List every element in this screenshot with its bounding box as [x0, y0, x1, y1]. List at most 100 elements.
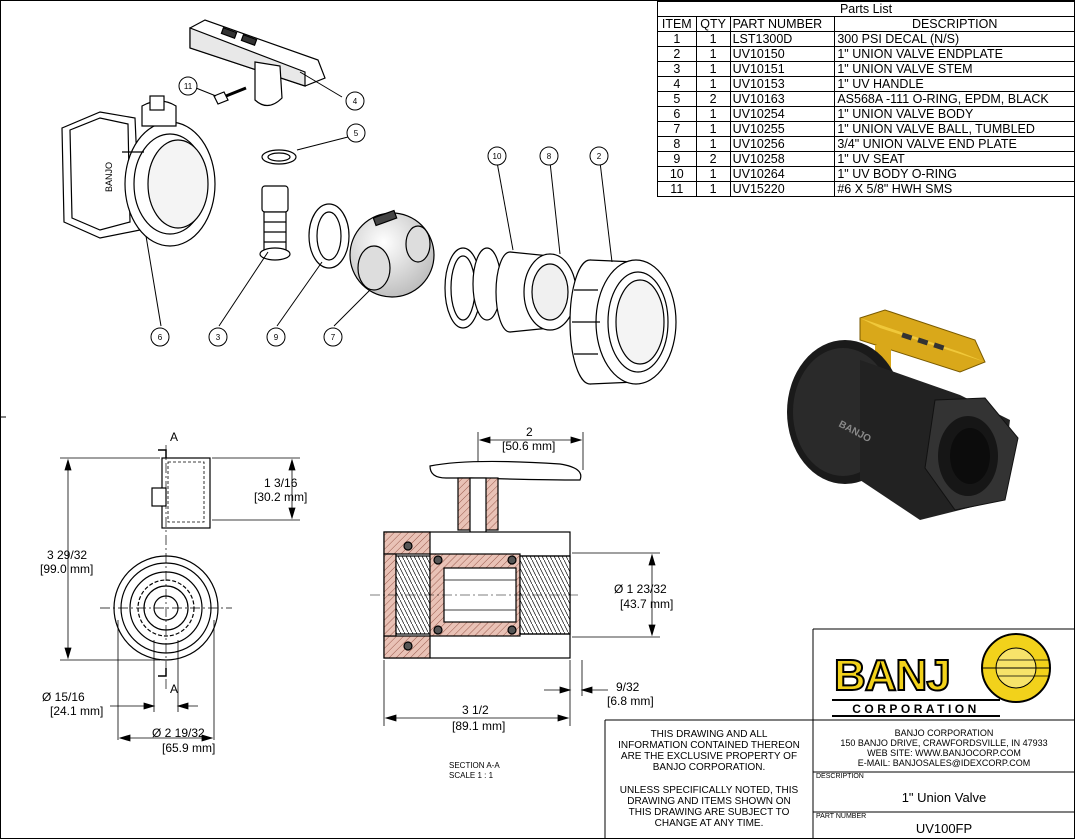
ownership-notice: THIS DRAWING AND ALL INFORMATION CONTAIN…	[607, 729, 811, 829]
stem-dim: 1 3/16	[264, 476, 298, 490]
svg-text:CORPORATION: CORPORATION	[852, 702, 980, 716]
thread-dim: Ø 1 23/32	[614, 582, 667, 596]
description-cell: 1" UNION VALVE BALL, TUMBLED	[834, 121, 1075, 137]
qty-cell: 1	[695, 166, 731, 182]
col-part-number: PART NUMBER	[729, 16, 836, 32]
svg-text:11: 11	[184, 82, 193, 91]
company-web: WEB SITE: WWW.BANJOCORP.COM	[867, 748, 1021, 758]
section-dimension-text: 2 [50.6 mm] Ø 1 23/32 [43.7 mm] 3 1/2 [8…	[449, 425, 673, 780]
qty-cell: 1	[695, 121, 731, 137]
part-number-cell: UV10264	[729, 166, 836, 182]
part-number-cell: UV10258	[729, 151, 836, 167]
svg-text:BANJ: BANJ	[834, 651, 950, 700]
banjo-logo: BANJ CORPORATION	[832, 633, 1051, 717]
isometric-render: BANJO	[787, 309, 1019, 520]
leader-lines	[145, 71, 613, 327]
part-number-value: UV100FP	[915, 821, 973, 836]
balloon-11: 11	[178, 76, 198, 96]
parts-list-caption: Parts List	[657, 1, 1075, 17]
description-cell: 1" UV BODY O-RING	[834, 166, 1075, 182]
balloon-6: 6	[150, 327, 170, 347]
description-label: DESCRIPTION	[816, 773, 864, 780]
front-view	[100, 445, 232, 690]
part-number-label: PART NUMBER	[816, 813, 867, 820]
description-cell: 1" UNION VALVE BODY	[834, 106, 1075, 122]
svg-text:4: 4	[353, 97, 358, 106]
item-cell: 2	[657, 46, 697, 62]
notice-line: INFORMATION CONTAINED THEREON	[618, 740, 800, 751]
part-number-cell: UV10153	[729, 76, 836, 92]
qty-cell: 1	[695, 136, 731, 152]
notice-line: THIS DRAWING AND ALL	[650, 729, 768, 740]
item-cell: 6	[657, 106, 697, 122]
notice-line: DRAWING AND ITEMS SHOWN ON	[627, 796, 791, 807]
balloon-5: 5	[346, 123, 366, 143]
section-marker-top: A	[170, 430, 178, 444]
handle-part	[189, 19, 326, 107]
col-qty: QTY	[695, 16, 731, 32]
od-dim-mm: [65.9 mm]	[162, 741, 215, 755]
bore-dim: Ø 15/16	[42, 690, 85, 704]
qty-cell: 1	[695, 106, 731, 122]
section-dimensions	[383, 432, 660, 726]
company-address-block: BANJO CORPORATION 150 BANJO DRIVE, CRAWF…	[815, 728, 1073, 768]
handle-dim-mm: [50.6 mm]	[502, 439, 555, 453]
qty-cell: 2	[695, 151, 731, 167]
svg-text:10: 10	[493, 152, 502, 161]
section-scale: SCALE 1 : 1	[449, 771, 494, 780]
qty-cell: 1	[695, 76, 731, 92]
item-cell: 10	[657, 166, 697, 182]
description-cell: 1" UV HANDLE	[834, 76, 1075, 92]
thread-dim-mm: [43.7 mm]	[620, 597, 673, 611]
qty-cell: 1	[695, 61, 731, 77]
flange-dim-mm: [6.8 mm]	[607, 694, 654, 708]
part-number-cell: LST1300D	[729, 31, 836, 47]
notice-line: ARE THE EXCLUSIVE PROPERTY OF	[620, 751, 798, 762]
notice-line: THIS DRAWING ARE SUBJECT TO	[628, 807, 790, 818]
notice-line: UNLESS SPECIFICALLY NOTED, THIS	[619, 785, 799, 796]
part-number-cell: UV10255	[729, 121, 836, 137]
body-oring-part	[444, 247, 502, 329]
balloon-7: 7	[323, 327, 343, 347]
item-cell: 4	[657, 76, 697, 92]
seat-part	[308, 203, 350, 269]
valve-body-part: BANJO	[61, 95, 216, 247]
item-cell: 3	[657, 61, 697, 77]
item-cell: 5	[657, 91, 697, 107]
height-dim-mm: [99.0 mm]	[40, 562, 93, 576]
svg-text:9: 9	[274, 333, 279, 342]
screw-part	[213, 86, 247, 105]
stem-dim-mm: [30.2 mm]	[254, 490, 307, 504]
description-cell: AS568A -111 O-RING, EPDM, BLACK	[834, 91, 1075, 107]
description-cell: 1" UV SEAT	[834, 151, 1075, 167]
parts-list-header: ITEM QTY PART NUMBER DESCRIPTION	[657, 16, 1075, 32]
handle-dim: 2	[526, 425, 533, 439]
item-cell: 1	[657, 31, 697, 47]
front-view-labels: A A	[170, 430, 178, 696]
length-dim-mm: [89.1 mm]	[452, 719, 505, 733]
balloon-3: 3	[208, 327, 228, 347]
union-nut-part	[569, 259, 677, 385]
bore-dim-mm: [24.1 mm]	[50, 704, 103, 718]
part-number-cell: UV10151	[729, 61, 836, 77]
part-number-cell: UV10163	[729, 91, 836, 107]
company-email: E-MAIL: BANJOSALES@IDEXCORP.COM	[857, 758, 1031, 768]
parts-list-table: Parts List ITEM QTY PART NUMBER DESCRIPT…	[657, 1, 1075, 197]
qty-cell: 1	[695, 31, 731, 47]
item-cell: 7	[657, 121, 697, 137]
svg-text:BANJO: BANJO	[104, 162, 114, 192]
item-cell: 11	[657, 181, 697, 197]
exploded-view: BANJO	[61, 19, 677, 385]
length-dim: 3 1/2	[462, 703, 489, 717]
item-cell: 8	[657, 136, 697, 152]
qty-cell: 1	[695, 46, 731, 62]
description-cell: 3/4" UNION VALVE END PLATE	[834, 136, 1075, 152]
description-cell: 1" UNION VALVE ENDPLATE	[834, 46, 1075, 62]
balloon-9: 9	[266, 327, 286, 347]
